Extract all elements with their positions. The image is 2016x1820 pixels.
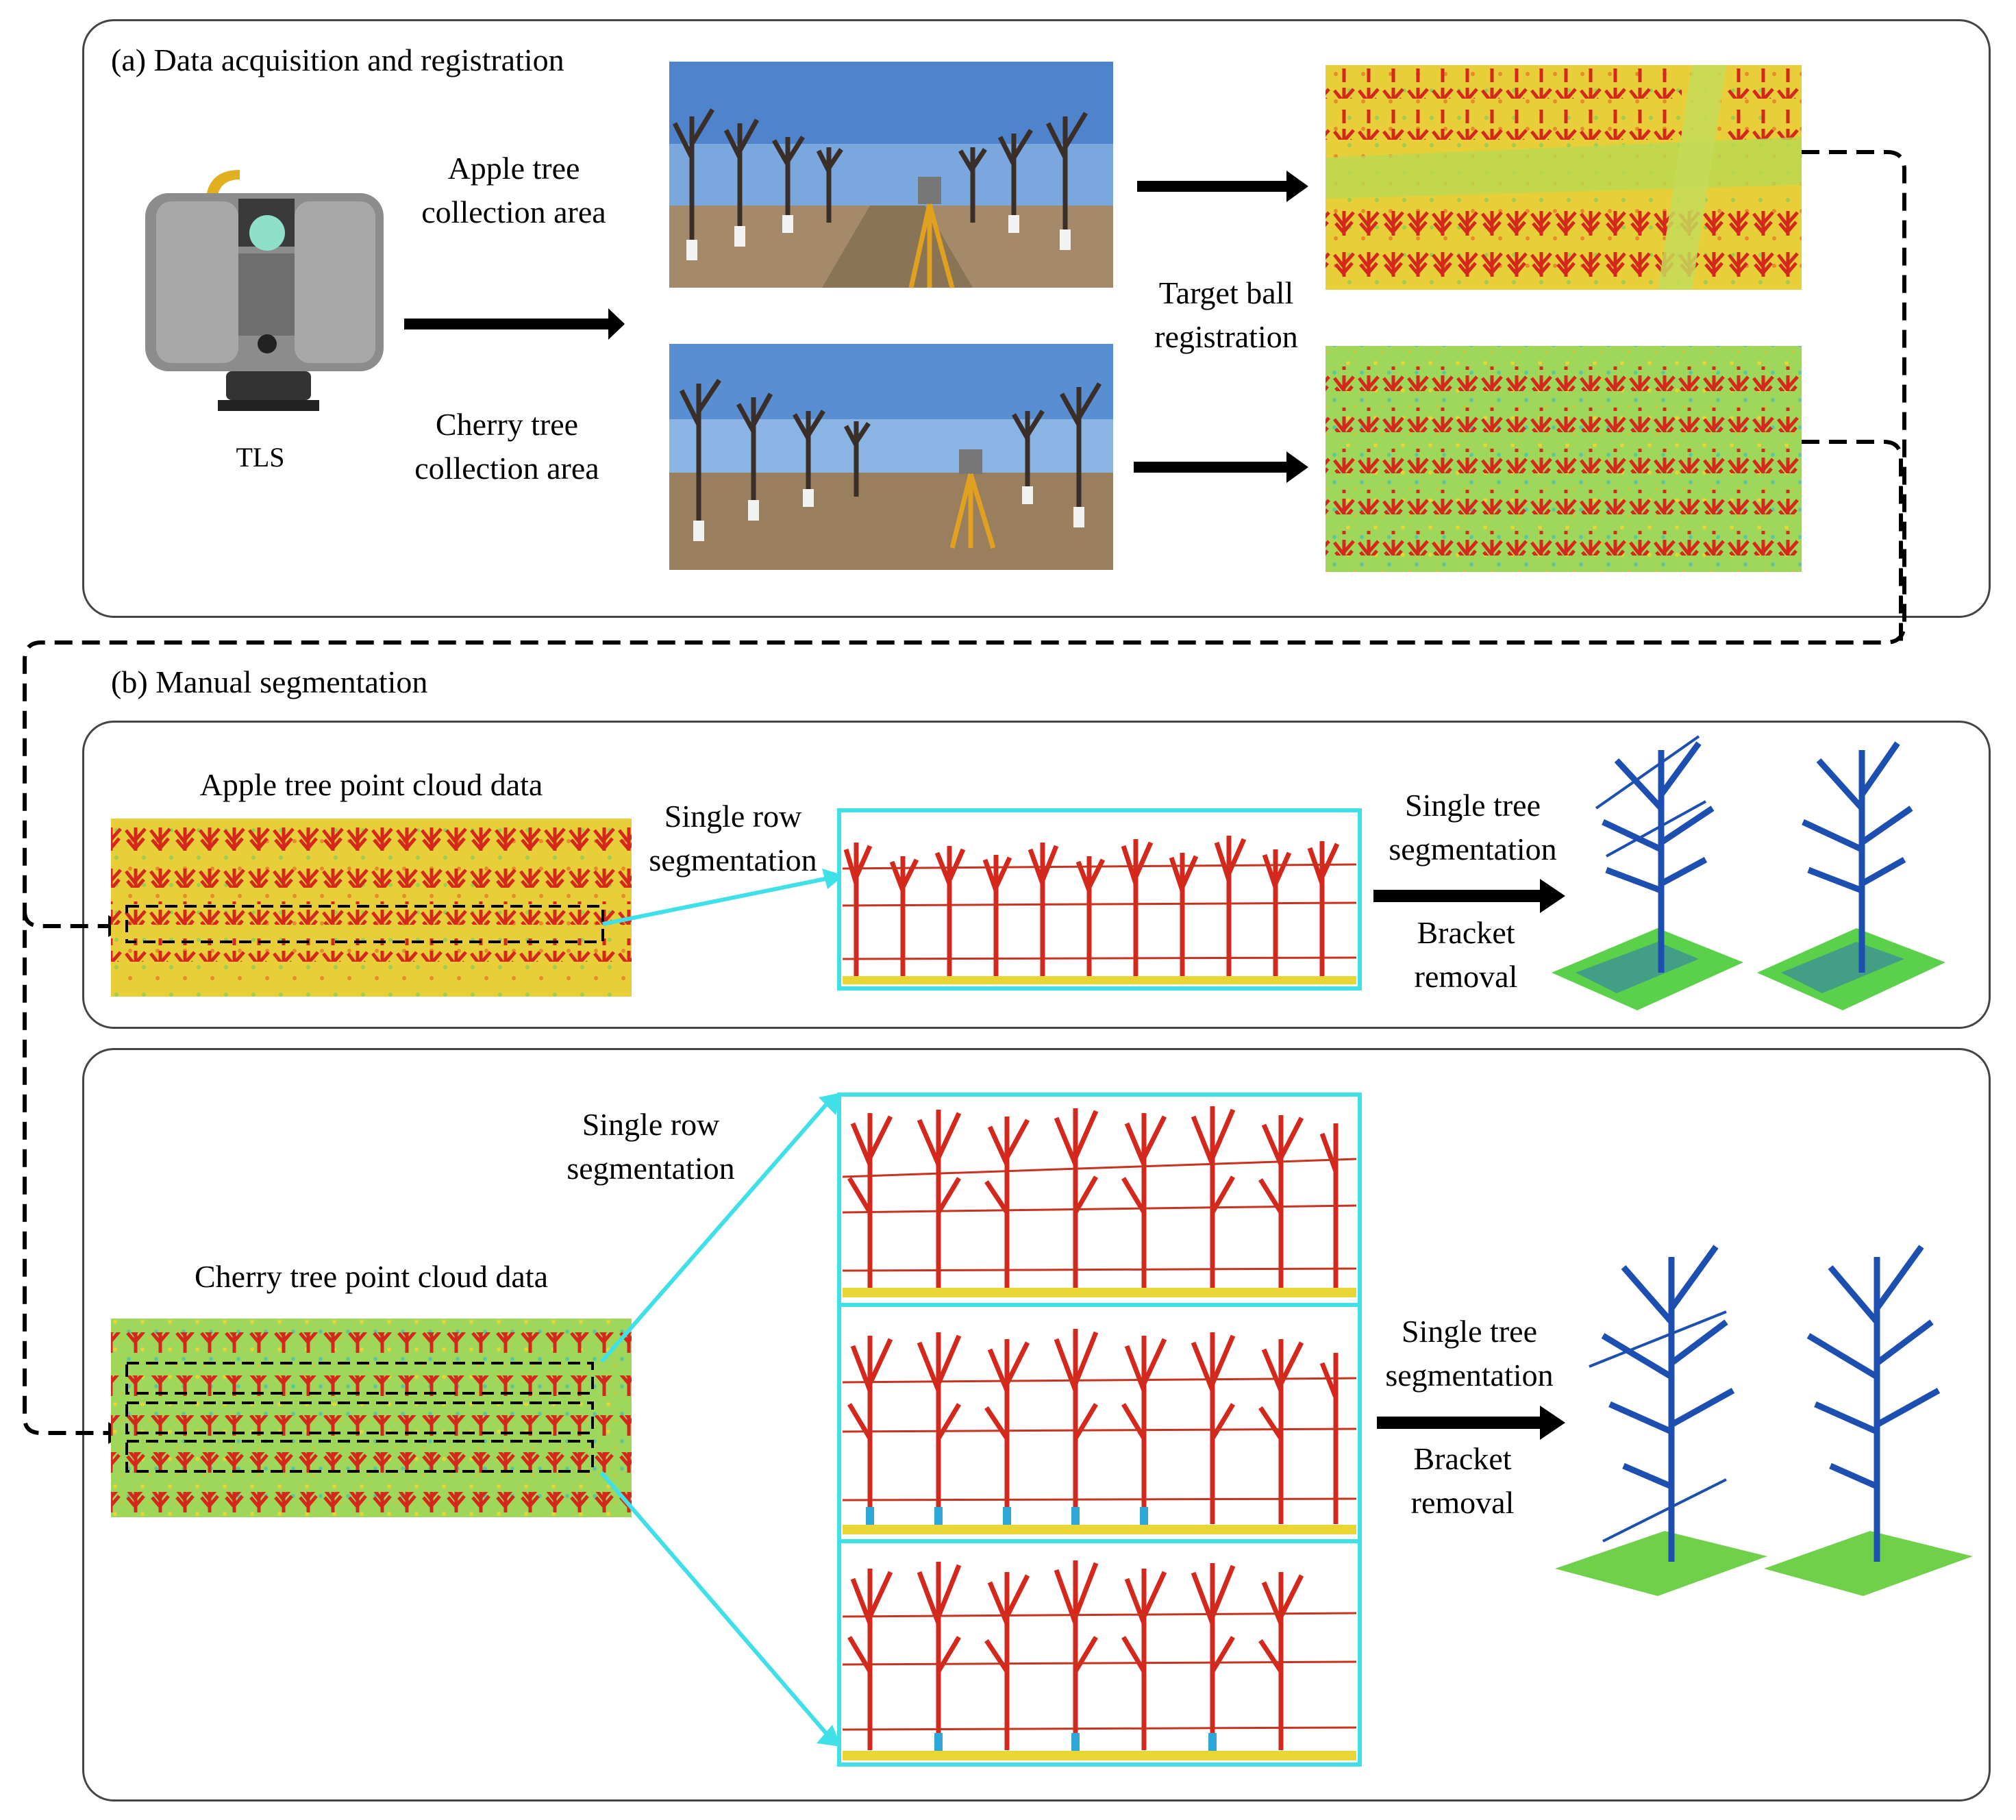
cherry-area-label: Cherry tree collection area: [414, 407, 599, 486]
cherry-row-selection-box-2: [125, 1401, 594, 1434]
cherry-cloud-overview: [111, 1319, 632, 1517]
cyan-connector-cherry: [599, 1100, 831, 1738]
cherry-single-tree-with-bracket: [1555, 1245, 1767, 1596]
arrow-cherry-to-cloud: [1134, 451, 1308, 483]
cherry-row-selection-box-3: [125, 1440, 594, 1473]
section-b-title: (b) Manual segmentation: [111, 664, 428, 699]
arrow-cherry-to-trees: [1377, 1406, 1565, 1440]
apple-area-label: Apple tree collection area: [421, 151, 606, 229]
cherry-orchard-photo: [669, 344, 1113, 570]
apple-registered-cloud: [1326, 65, 1802, 290]
apple-tree-seg-label: Single tree segmentation: [1389, 788, 1557, 867]
registration-label: Target ball registration: [1154, 275, 1298, 354]
apple-single-tree-with-bracket: [1552, 735, 1743, 1010]
apple-row-selection-box: [125, 905, 604, 943]
apple-orchard-photo: [669, 62, 1113, 288]
cherry-row-selection-box-1: [125, 1362, 594, 1395]
cyan-connector-apple: [602, 877, 826, 926]
tripod-icon: [908, 177, 955, 288]
cherry-cloud-label: Cherry tree point cloud data: [194, 1259, 549, 1294]
cherry-bracket-label: Bracket removal: [1410, 1441, 1515, 1520]
apple-bracket-label: Bracket removal: [1414, 915, 1518, 994]
tls-scanner-icon: [145, 170, 384, 411]
arrow-apple-to-trees: [1373, 879, 1565, 913]
apple-cloud-label: Apple tree point cloud data: [199, 767, 543, 802]
arrow-apple-to-cloud: [1137, 171, 1308, 202]
tls-label: TLS: [236, 442, 285, 473]
apple-single-row-cloud: [837, 808, 1362, 990]
tripod-icon: [949, 449, 996, 549]
dashed-connector: [23, 150, 1906, 1435]
cherry-registered-cloud: [1326, 346, 1802, 572]
section-a-title: (a) Data acquisition and registration: [111, 42, 564, 77]
apple-row-seg-label: Single row segmentation: [649, 799, 817, 877]
cherry-single-row-clouds: [837, 1093, 1362, 1767]
apple-cloud-overview: [111, 819, 632, 997]
arrow-tls-to-photos: [404, 308, 625, 340]
cherry-row-seg-label: Single row segmentation: [567, 1107, 735, 1186]
cherry-tree-seg-label: Single tree segmentation: [1385, 1314, 1554, 1393]
apple-single-tree-clean: [1757, 741, 1945, 1010]
cherry-single-tree-clean: [1764, 1245, 1973, 1596]
